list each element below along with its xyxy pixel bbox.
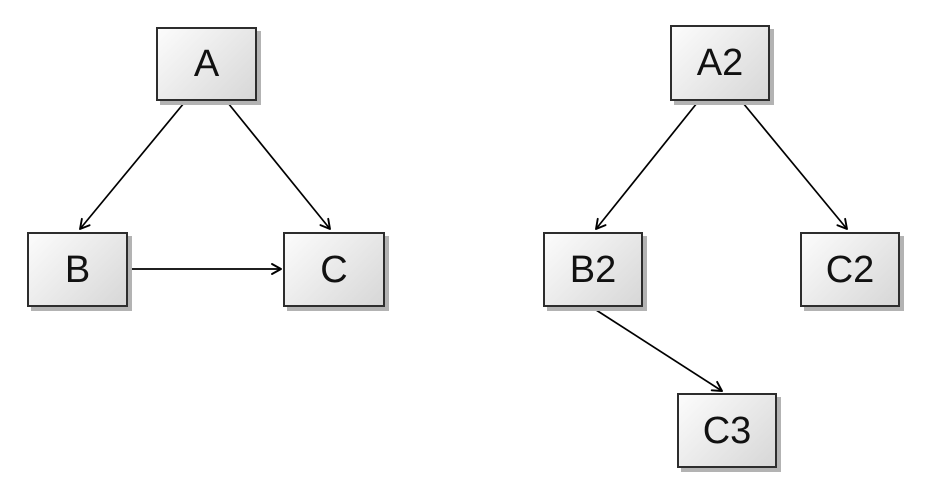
node-label: C2 bbox=[825, 248, 875, 291]
node-label: B bbox=[64, 248, 91, 291]
diagram-node-B2[interactable]: B2 bbox=[543, 232, 643, 307]
node-label: A bbox=[193, 43, 220, 85]
node-label: B2 bbox=[569, 248, 617, 291]
diagram-node-A2[interactable]: A2 bbox=[670, 25, 770, 101]
node-label: C3 bbox=[702, 409, 752, 452]
edge-A2-to-B2 bbox=[595, 102, 698, 230]
diagram-node-C3[interactable]: C3 bbox=[677, 393, 777, 468]
edge-A-to-C bbox=[227, 102, 331, 230]
diagram-node-C2[interactable]: C2 bbox=[800, 232, 900, 307]
edge-A2-to-C2 bbox=[742, 102, 848, 230]
node-label: A2 bbox=[696, 42, 744, 84]
node-label: C bbox=[320, 248, 348, 291]
diagram-node-B[interactable]: B bbox=[27, 232, 128, 307]
edge-A-to-B bbox=[79, 102, 185, 230]
edge-B2-to-C3 bbox=[592, 307, 723, 392]
diagram-node-C[interactable]: C bbox=[283, 232, 385, 307]
diagram-node-A[interactable]: A bbox=[156, 27, 257, 101]
